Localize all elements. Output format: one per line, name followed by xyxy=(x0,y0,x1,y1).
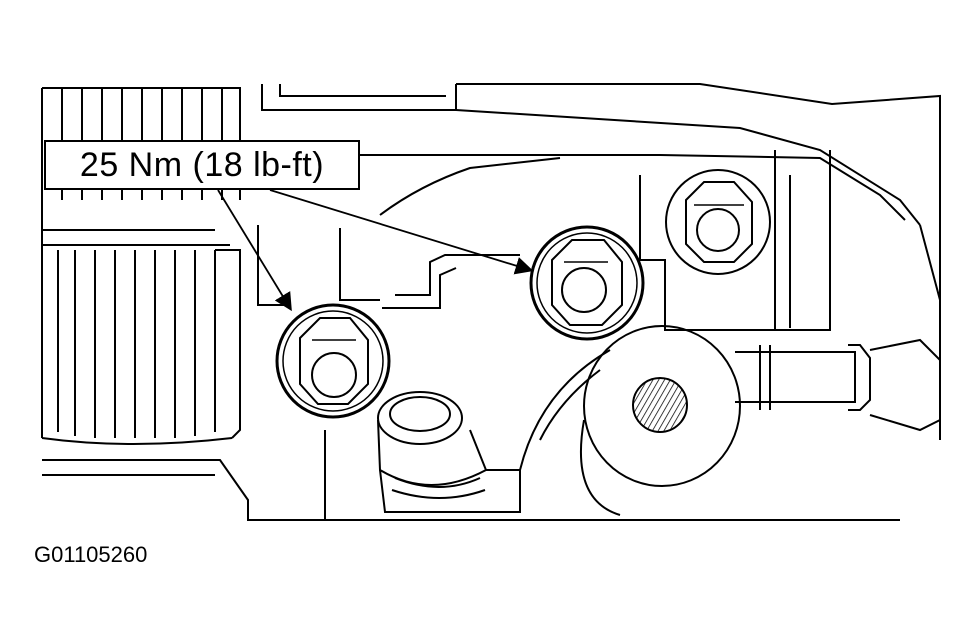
bolt-lower-left xyxy=(275,303,391,419)
figure-id: G01105260 xyxy=(34,542,148,567)
callout-leader-lines xyxy=(217,189,534,312)
bolt-center xyxy=(529,225,645,341)
fitting-lower xyxy=(377,391,521,513)
bolt-upper-right xyxy=(665,169,771,275)
idler-pulley xyxy=(519,325,741,516)
torque-spec-label: 25 Nm (18 lb-ft) xyxy=(44,140,360,190)
